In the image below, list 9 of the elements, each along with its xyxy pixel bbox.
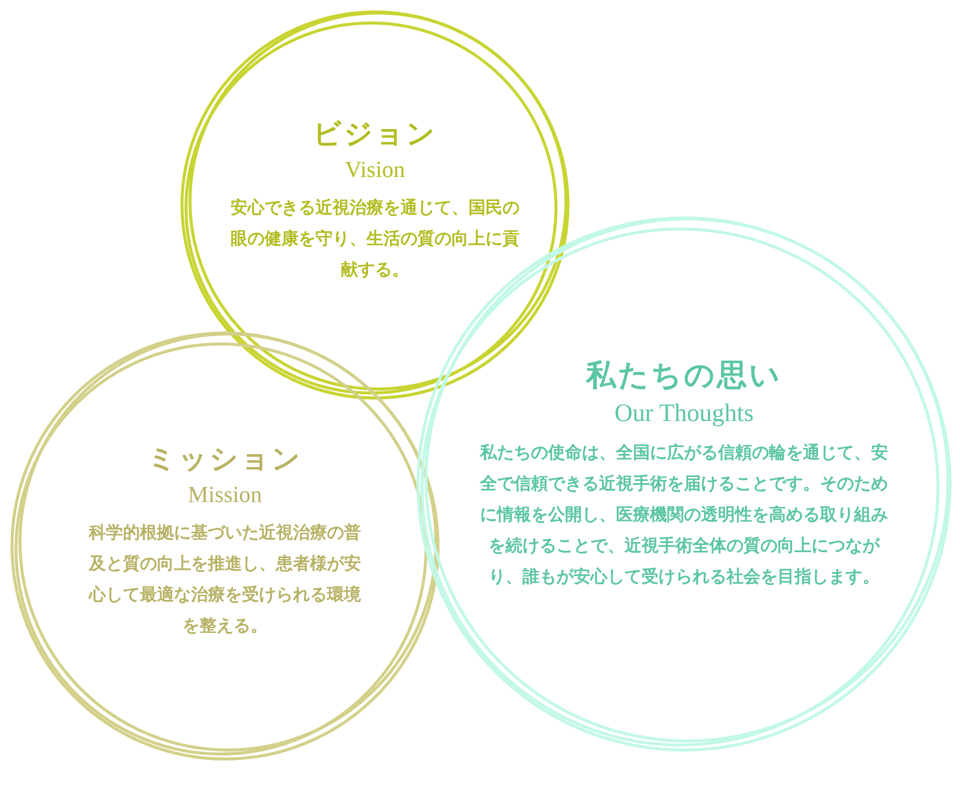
circle-body-text: 安心できる近視治療を通じて、国民の眼の健康を守り、生活の質の向上に貢献する。 [230, 196, 520, 282]
circle-heading: 私たちの思い [586, 357, 782, 395]
circle-body-text: 科学的根拠に基づいた近視治療の普及と質の向上を推進し、患者様が安心して最適な治療を受けられる環境を整える。 [88, 522, 362, 638]
circle-heading: ビジョン [313, 116, 437, 152]
circle-heading: ミッション [148, 441, 302, 477]
circle-subtitle: Mission [188, 482, 262, 508]
circle-body-text: 私たちの使命は、全国に広がる信頼の輪を通じて、安全で信頼できる近視手術を届けることです。そのために情報を公開し、医療機関の透明性を高める取り組みを続けることで、近視手術全体の質の向上につながり、誰もが安心して受けられる社会を目指します。 [478, 442, 889, 589]
circle-subtitle: Our Thoughts [614, 400, 754, 428]
circle-subtitle: Vision [345, 156, 405, 182]
